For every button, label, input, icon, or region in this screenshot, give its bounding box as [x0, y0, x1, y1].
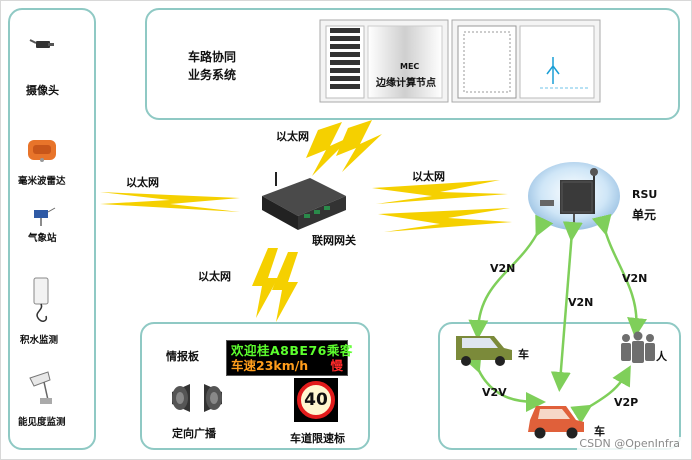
person-label: 人 [656, 350, 667, 363]
water-monitor-label: 积水监测 [20, 335, 59, 346]
water-monitor-icon [33, 277, 49, 322]
info-board-speed-text: 车速23km/h [231, 358, 309, 373]
v2v-arrow [463, 351, 546, 412]
mec-server-racks [319, 19, 601, 103]
rsu-label-line1: RSU [632, 188, 658, 201]
ethernet-link-top [306, 120, 382, 176]
radar-label: 毫米波雷达 [18, 176, 66, 187]
visibility-monitor-label: 能见度监测 [18, 417, 66, 428]
speed-limit-label: 车道限速标 [290, 432, 345, 445]
v2p-label: V2P [614, 396, 639, 409]
v2p-arrow [570, 365, 631, 424]
ethernet-link-bottom [252, 248, 298, 322]
gateway-label: 联网网关 [312, 234, 356, 247]
ethernet-link-left [100, 192, 240, 212]
v2n-arrows [468, 213, 647, 392]
watermark: CSDN @OpenInfra [577, 437, 682, 450]
speed-limit-value: 40 [297, 381, 335, 419]
car-label-bottom: 车 [594, 425, 605, 438]
camera-label: 摄像头 [26, 84, 59, 97]
info-board-line1: 欢迎桂A8BE76乘客 [231, 343, 353, 358]
sensor-panel [8, 8, 96, 450]
info-board-sign: 欢迎桂A8BE76乘客 车速23km/h 慢 [226, 340, 353, 376]
broadcast-label: 定向广播 [172, 427, 216, 440]
weather-station-label: 气象站 [28, 233, 57, 244]
weather-station-icon [34, 207, 56, 226]
v2n-label-mid: V2N [568, 296, 594, 309]
ethernet-label-bottom: 以太网 [198, 270, 231, 283]
mec-label: 边缘计算节点 [376, 78, 436, 89]
info-board-label: 情报板 [166, 350, 199, 363]
ethernet-label-right: 以太网 [412, 170, 445, 183]
ethernet-label-left: 以太网 [126, 176, 159, 189]
speaker-icon [172, 384, 222, 412]
speed-limit-sign: 40 [294, 378, 338, 422]
gateway-icon [262, 172, 346, 230]
car-label-top: 车 [518, 348, 529, 361]
info-board-warning: 慢 [330, 358, 343, 373]
business-system-title-line1: 车路协同 [188, 50, 237, 64]
car-icon-bottom [528, 406, 584, 439]
ethernet-link-right [372, 180, 512, 232]
mec-title: MEC [400, 62, 420, 71]
v2v-label: V2V [482, 386, 507, 399]
v2n-label-right: V2N [622, 272, 648, 285]
rsu-label-line2: 单元 [632, 208, 657, 222]
visibility-monitor-icon [29, 371, 52, 404]
v2n-label-left: V2N [490, 262, 516, 275]
people-icon [621, 331, 655, 363]
info-board-line2: 车速23km/h 慢 [231, 358, 343, 373]
radar-icon [28, 140, 56, 162]
camera-icon [29, 39, 54, 48]
business-system-title-line2: 业务系统 [188, 68, 237, 82]
car-icon-top [456, 336, 512, 366]
rsu-icon [528, 162, 620, 230]
ethernet-label-top: 以太网 [276, 130, 309, 143]
wind-turbine-icon [546, 57, 560, 84]
